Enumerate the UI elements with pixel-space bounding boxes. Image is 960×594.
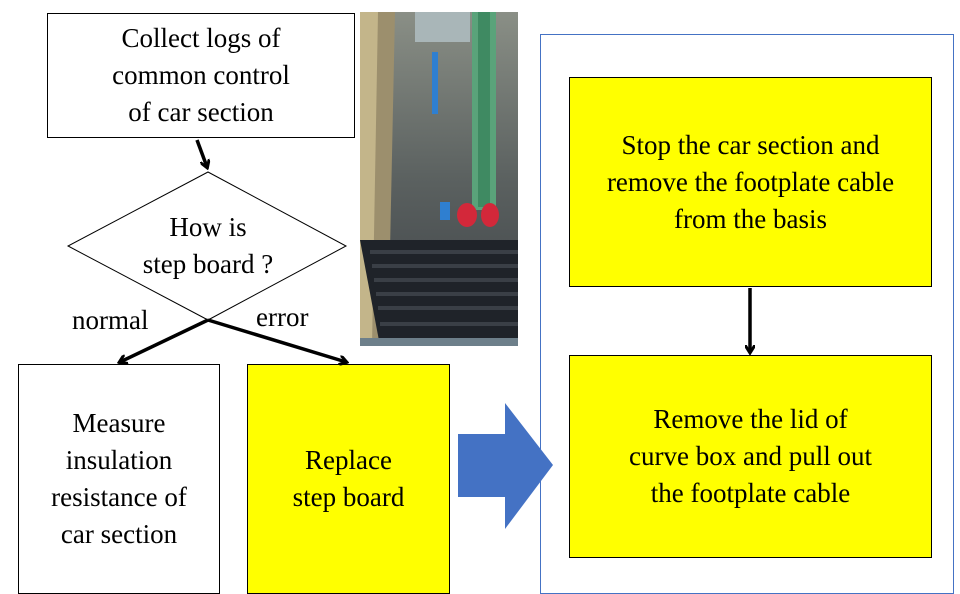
remove-lid-text: Remove the lid of curve box and pull out… [629,404,872,508]
stop-car-text: Stop the car section and remove the foot… [606,129,895,234]
branch-normal-label: normal [72,305,149,335]
block-arrow-shape [458,403,553,529]
remove-lid-box: Remove the lid of curve box and pull out… [569,355,932,558]
measure-box: Measure insulation resistance of car sec… [18,364,220,594]
branch-error-label: error [256,302,309,332]
arrow-to-measure [120,318,209,362]
connectors-layer [66,139,960,529]
step-board-photo-drawing [360,12,518,346]
stop-car-box: Stop the car section and remove the foot… [569,77,932,287]
step-board-photo [360,12,518,346]
decision-text: How is step board ? [142,212,274,279]
replace-text: Replace step board [292,445,405,512]
decision-text-box: How is step board ? [110,196,306,296]
arrow-to-replace [207,318,346,362]
collect-logs-text: Collect logs of common control of car se… [112,23,290,127]
arrow-logs-to-decision [195,139,207,167]
measure-text: Measure insulation resistance of car sec… [51,408,187,549]
collect-logs-box: Collect logs of common control of car se… [47,13,355,138]
replace-box: Replace step board [247,364,450,594]
